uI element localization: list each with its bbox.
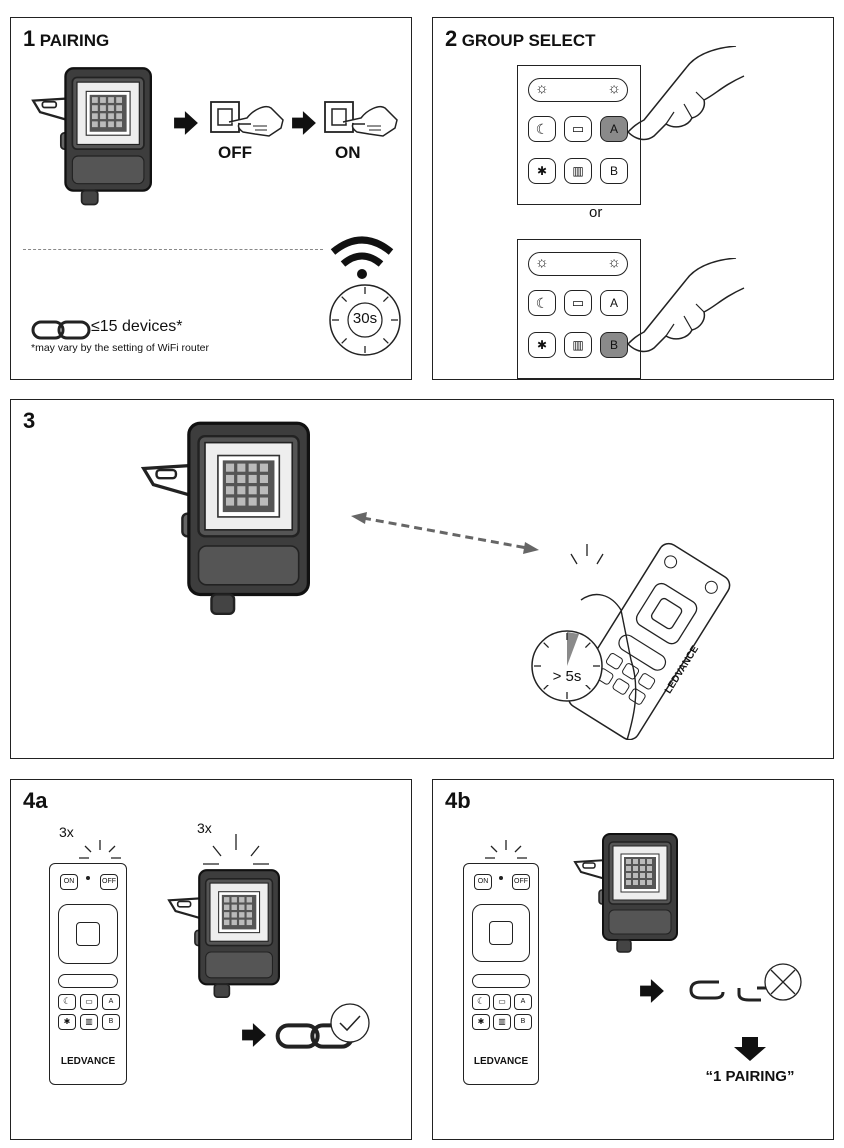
group-a-button[interactable]: A	[600, 116, 628, 142]
arrow-down-icon	[734, 1037, 766, 1061]
panel-number: 1	[23, 26, 36, 51]
panel-title: GROUP SELECT	[461, 31, 596, 50]
blink-rays-icon	[203, 834, 269, 865]
blink-rays-icon	[485, 840, 527, 859]
arrow-right-icon	[241, 1022, 267, 1048]
center-button[interactable]	[76, 922, 100, 946]
keypad-a: ☼ ☼ ☾ ▭ A ✱ ▥ B	[517, 65, 641, 205]
panel-number: 4b	[445, 788, 471, 813]
panel-group-select-title: 2 GROUP SELECT	[445, 26, 596, 52]
floodlight-image	[17, 66, 167, 216]
pointing-hand-icon	[611, 46, 761, 146]
panel-number: 3	[23, 408, 36, 433]
tv-mode-button[interactable]: ▭	[493, 994, 511, 1010]
remote-control: ON OFF ☾ ▭ A ✱ ▥ B LEDVANCE	[49, 863, 127, 1085]
off-button[interactable]: OFF	[512, 874, 530, 890]
timer-label: > 5s	[541, 668, 593, 685]
switch-on-icon	[323, 96, 403, 146]
group-a-button[interactable]: A	[514, 994, 532, 1010]
group-b-button[interactable]: B	[600, 158, 628, 184]
timer-5s-icon	[531, 630, 603, 702]
signal-arrow-icon	[351, 512, 539, 554]
panel-group-select: 2 GROUP SELECT ☼ ☼ ☾ ▭ A ✱ ▥ B or ☼ ☼ ☾ …	[432, 17, 834, 380]
remote-control: ON OFF ☾ ▭ A ✱ ▥ B LEDVANCE	[463, 863, 539, 1085]
brightness-slider[interactable]	[472, 974, 530, 988]
dashed-divider	[23, 249, 323, 250]
relax-mode-button[interactable]: ✱	[472, 1014, 490, 1030]
night-mode-button[interactable]: ☾	[58, 994, 76, 1010]
group-a-button[interactable]: A	[102, 994, 120, 1010]
group-b-button[interactable]: B	[514, 1014, 532, 1030]
tv-mode-button[interactable]: ▭	[564, 290, 592, 316]
timer-30s-icon	[329, 284, 401, 356]
panel-step-4b-title: 4b	[445, 788, 471, 814]
sun-dim-icon: ☼	[535, 254, 549, 271]
off-label: OFF	[218, 143, 252, 162]
read-mode-button[interactable]: ▥	[564, 158, 592, 184]
brand-label: LEDVANCE	[473, 1056, 529, 1067]
relax-mode-button[interactable]: ✱	[58, 1014, 76, 1030]
relax-mode-button[interactable]: ✱	[528, 158, 556, 184]
or-label: or	[589, 204, 603, 221]
read-mode-button[interactable]: ▥	[564, 332, 592, 358]
night-mode-button[interactable]: ☾	[472, 994, 490, 1010]
panel-step-3: 3 LEDVANCE > 5s	[10, 399, 834, 759]
wifi-icon	[330, 236, 394, 279]
color-pad[interactable]	[58, 904, 118, 964]
switch-off-icon	[209, 96, 289, 146]
floodlight-image	[101, 420, 351, 630]
panel-number: 2	[445, 26, 458, 51]
floodlight-image	[551, 832, 701, 962]
sun-dim-icon: ☼	[535, 80, 549, 97]
group-b-button[interactable]: B	[600, 332, 628, 358]
tv-mode-button[interactable]: ▭	[564, 116, 592, 142]
sun-bright-icon: ☼	[607, 254, 621, 271]
devices-label: ≤15 devices*	[91, 318, 183, 335]
indicator-led	[499, 876, 503, 880]
read-mode-button[interactable]: ▥	[493, 1014, 511, 1030]
center-button[interactable]	[489, 921, 513, 945]
off-button[interactable]: OFF	[100, 874, 118, 890]
night-mode-button[interactable]: ☾	[528, 116, 556, 142]
group-b-button[interactable]: B	[102, 1014, 120, 1030]
panel-pairing-title: 1 PAIRING	[23, 26, 109, 52]
relax-mode-button[interactable]: ✱	[528, 332, 556, 358]
group-a-button[interactable]: A	[600, 290, 628, 316]
brightness-slider[interactable]: ☼ ☼	[528, 252, 628, 276]
color-pad[interactable]	[472, 904, 530, 962]
blink-rays-icon	[79, 840, 121, 859]
brand-label: LEDVANCE	[60, 1056, 116, 1067]
broken-link-icon	[689, 963, 802, 1002]
pointing-hand-icon	[611, 258, 761, 358]
arrow-right-icon	[291, 110, 317, 136]
panel-number: 4a	[23, 788, 48, 813]
timer-label: 30s	[352, 310, 378, 327]
result-label: “1 PAIRING”	[705, 1068, 795, 1085]
indicator-led	[86, 876, 90, 880]
keypad-b: ☼ ☼ ☾ ▭ A ✱ ▥ B	[517, 239, 641, 379]
lamp-blink-count: 3x	[197, 820, 212, 836]
brightness-slider[interactable]	[58, 974, 118, 988]
arrow-right-icon	[173, 110, 199, 136]
panel-pairing: 1 PAIRING OFF ON 30s ≤15 devices* *may v…	[10, 17, 412, 380]
panel-title: PAIRING	[39, 31, 110, 50]
panel-step-3-title: 3	[23, 408, 35, 434]
arrow-right-icon	[639, 978, 665, 1004]
link-chain-icon	[31, 318, 91, 342]
night-mode-button[interactable]: ☾	[528, 290, 556, 316]
checkmark-icon	[330, 1003, 370, 1043]
floodlight-image	[139, 868, 309, 1008]
footnote: *may vary by the setting of WiFi router	[31, 342, 209, 354]
read-mode-button[interactable]: ▥	[80, 1014, 98, 1030]
sun-bright-icon: ☼	[607, 80, 621, 97]
panel-step-4a-title: 4a	[23, 788, 47, 814]
tv-mode-button[interactable]: ▭	[80, 994, 98, 1010]
on-button[interactable]: ON	[60, 874, 78, 890]
on-button[interactable]: ON	[474, 874, 492, 890]
remote-blink-count: 3x	[59, 824, 74, 840]
brightness-slider[interactable]: ☼ ☼	[528, 78, 628, 102]
on-label: ON	[335, 143, 361, 162]
panel-step-4a: 4a 3x ON OFF ☾ ▭ A ✱ ▥ B LEDVANCE 3x	[10, 779, 412, 1140]
panel-step-4b: 4b ON OFF ☾ ▭ A ✱ ▥ B LEDVANCE “1 PAIRIN…	[432, 779, 834, 1140]
